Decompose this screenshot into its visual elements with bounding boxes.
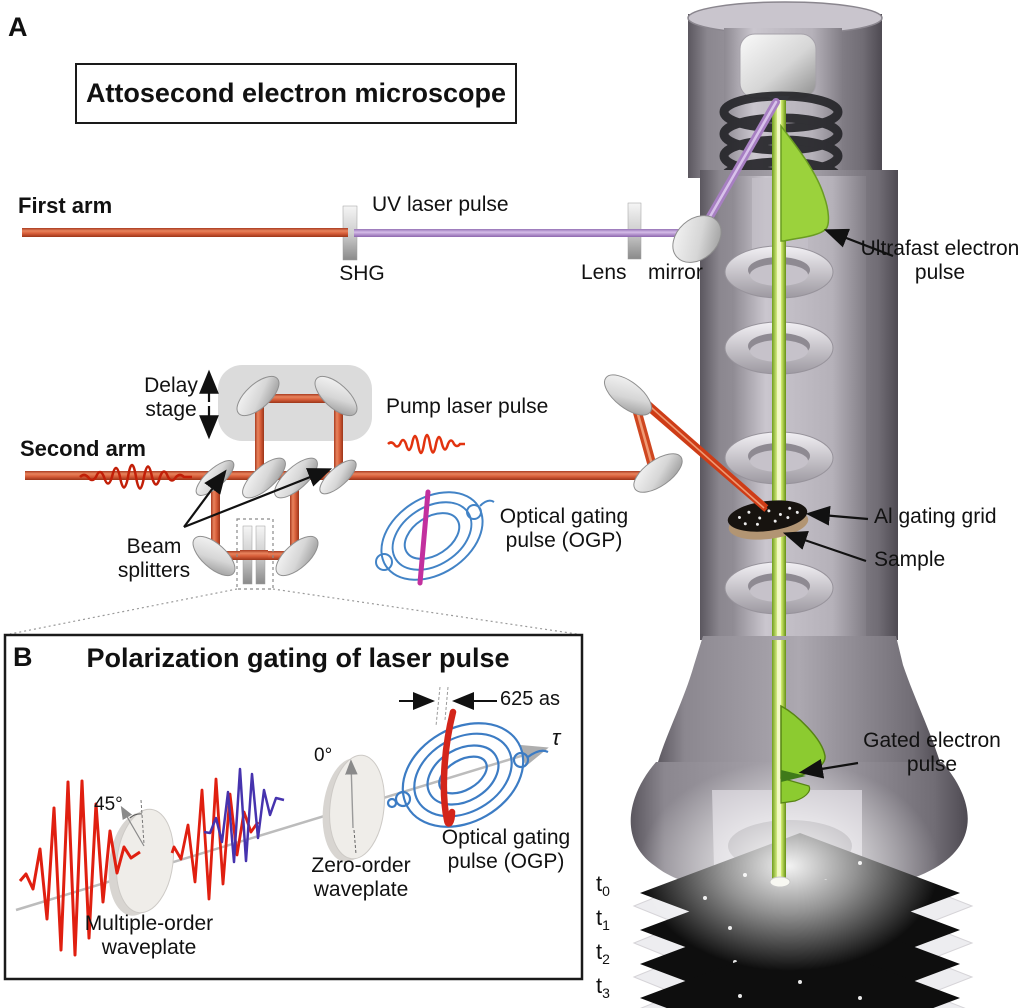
first-arm-label: First arm bbox=[18, 193, 113, 218]
ogp-scribble bbox=[375, 489, 495, 586]
photocathode bbox=[739, 33, 817, 99]
beam-splitter-arrow bbox=[183, 468, 333, 529]
indigo-pulse-mid bbox=[203, 767, 285, 864]
beam-splitters-label: Beam splitters bbox=[117, 535, 191, 582]
duration-label: 625 as bbox=[500, 688, 561, 710]
multiple-order-waveplate bbox=[108, 799, 175, 916]
gated-slice bbox=[440, 708, 457, 827]
detector-plate bbox=[640, 938, 966, 1008]
ogp-label-b: Optical gating pulse (OGP) bbox=[441, 826, 571, 873]
shg-label: SHG bbox=[339, 262, 385, 285]
tau-label: τ bbox=[552, 725, 561, 750]
beam-splitter bbox=[242, 457, 286, 499]
page-title: Attosecond electron microscope bbox=[85, 78, 507, 108]
gate-line bbox=[417, 489, 431, 586]
beam-spot bbox=[769, 876, 791, 888]
angle-0-arrow bbox=[345, 759, 358, 829]
uv-pulse-label: UV laser pulse bbox=[372, 193, 509, 216]
pump-pulse-label: Pump laser pulse bbox=[386, 395, 549, 418]
multiple-order-label: Multiple-order waveplate bbox=[84, 912, 214, 959]
mirror-label: mirror bbox=[648, 261, 703, 284]
second-arm bbox=[25, 365, 769, 590]
zero-order-waveplate bbox=[322, 754, 385, 862]
ogp-label-a: Optical gating pulse (OGP) bbox=[499, 505, 629, 552]
panel-b bbox=[15, 686, 549, 957]
steering-mirror bbox=[672, 215, 722, 263]
angle-45-arrow bbox=[120, 805, 145, 847]
zoom-connector bbox=[9, 588, 238, 635]
zero-order-label: Zero-order waveplate bbox=[311, 854, 411, 901]
fold-mirror bbox=[275, 535, 319, 577]
callout-arrows bbox=[183, 228, 894, 779]
delay-mirror bbox=[314, 375, 358, 417]
second-arm-label: Second arm bbox=[20, 436, 146, 461]
angle-45-label: 45° bbox=[94, 794, 123, 815]
time-label-t2: t2 bbox=[596, 939, 610, 967]
gated-arrow bbox=[798, 759, 859, 779]
first-arm bbox=[22, 98, 780, 263]
sample-label: Sample bbox=[874, 548, 946, 571]
pump-pulse-wave bbox=[387, 433, 465, 455]
red-pulse-input bbox=[18, 779, 141, 957]
time-label-t0: t0 bbox=[596, 871, 610, 899]
beam-glow bbox=[639, 761, 939, 971]
angle-0-label: 0° bbox=[314, 745, 333, 766]
time-label-t1: t1 bbox=[596, 905, 610, 933]
title-box: Attosecond electron microscope bbox=[75, 63, 517, 124]
time-label-t3: t3 bbox=[596, 973, 610, 1001]
ogp-ellipses bbox=[386, 722, 549, 828]
ultrafast-pulse-label: Ultrafast electron pulse bbox=[860, 237, 1020, 284]
al-grid-label: Al gating grid bbox=[874, 505, 997, 528]
beam-splitter-arrow bbox=[183, 469, 227, 528]
lens-label: Lens bbox=[581, 261, 627, 284]
uv-beam-core bbox=[698, 100, 778, 236]
panel-b-box bbox=[3, 633, 584, 981]
al-grid-arrow bbox=[805, 505, 869, 526]
ultrafast-electron-pulse-envelope bbox=[780, 123, 830, 242]
fold-mirror bbox=[192, 535, 236, 577]
duration-measure bbox=[399, 686, 497, 727]
gated-pulse-label: Gated electron pulse bbox=[863, 729, 1001, 776]
fold-mirror bbox=[604, 374, 652, 416]
fold-mirror bbox=[633, 453, 683, 493]
uv-beam bbox=[354, 229, 698, 237]
zoom-box bbox=[236, 518, 274, 590]
axis-marker bbox=[140, 799, 145, 845]
panel-b-title: Polarization gating of laser pulse bbox=[86, 643, 510, 673]
panel-b-tag: B bbox=[13, 642, 33, 672]
ir-beam bbox=[22, 228, 348, 237]
panel-a-tag: A bbox=[8, 12, 28, 42]
delay-stage-label: Delay stage bbox=[144, 374, 198, 421]
delay-mirror bbox=[236, 375, 280, 417]
base-cone bbox=[656, 636, 942, 792]
zoom-connector bbox=[272, 588, 578, 635]
sample-arrow bbox=[782, 531, 867, 563]
ultrafast-arrow bbox=[823, 228, 894, 258]
input-pulse-wave bbox=[79, 463, 192, 490]
